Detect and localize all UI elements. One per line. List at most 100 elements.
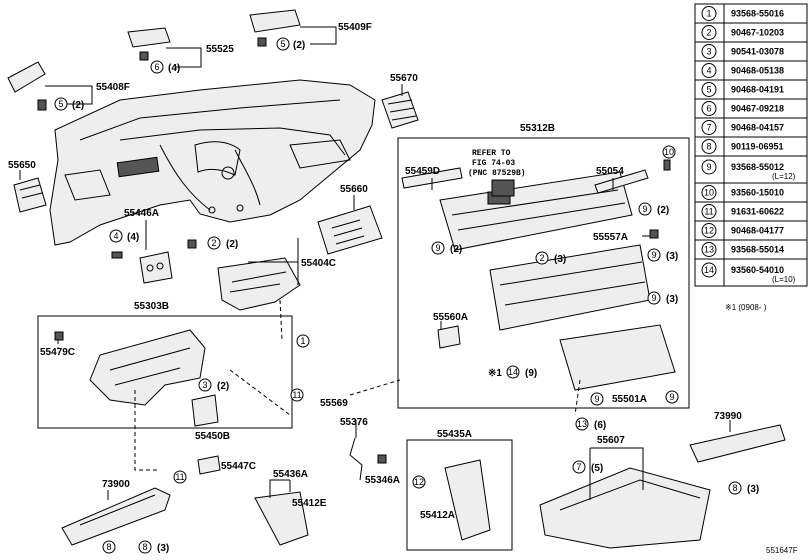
part-55670-illustration: [381, 91, 419, 129]
qty-label: (2): [72, 100, 84, 111]
svg-text:3: 3: [202, 380, 207, 390]
callout-55501a: 55501A: [612, 394, 647, 405]
leader-lines: [19, 26, 731, 500]
callout-55660: 55660: [340, 184, 368, 195]
note-line-2: FIG 74-03: [472, 159, 515, 168]
svg-text:4: 4: [113, 231, 118, 241]
part-number: 90468-04157: [731, 123, 784, 133]
qty-label: (3): [157, 543, 169, 554]
assembly-box-55435a: [406, 439, 513, 551]
svg-text:12: 12: [414, 477, 424, 487]
svg-text:9: 9: [651, 250, 656, 260]
callout-55436a: 55436A: [273, 469, 308, 480]
part-55054-illustration: [594, 159, 671, 194]
ref-number-circle: [701, 101, 717, 116]
ref-number: 13: [704, 245, 714, 255]
note-line-1: REFER TO: [472, 149, 511, 158]
part-number: 93568-55012: [731, 162, 784, 172]
part-number: 90467-09218: [731, 104, 784, 114]
part-55650-illustration: [13, 177, 47, 213]
part-55404c-illustration: [187, 239, 301, 311]
svg-text:14: 14: [508, 367, 518, 377]
qty-label: (2): [657, 205, 669, 216]
glove-box-inner-illustration: [489, 244, 651, 331]
part-number: 90468-04191: [731, 85, 784, 95]
part-55436a-illustration: [254, 491, 309, 546]
qty-label: (2): [217, 381, 229, 392]
qty-label: (4): [127, 232, 139, 243]
callout-55650: 55650: [8, 160, 36, 171]
svg-text:6: 6: [154, 62, 159, 72]
parts-table-row: 7 90468-04157: [694, 117, 808, 138]
parts-table-row: 11 91631-60622: [694, 201, 808, 222]
ref-number: 11: [704, 207, 713, 217]
callout-55435a: 55435A: [437, 429, 472, 440]
callout-55446a: 55446A: [124, 208, 159, 219]
ref-number-circle: [701, 159, 717, 175]
part-73900-illustration: [61, 487, 171, 546]
svg-text:9: 9: [669, 392, 674, 402]
svg-text:5: 5: [280, 39, 285, 49]
svg-text:11: 11: [175, 472, 184, 482]
svg-text:11: 11: [292, 390, 301, 400]
part-number: 93568-55016: [731, 9, 784, 19]
footnote: ※1 (0908- ): [725, 303, 767, 312]
ref-number: 8: [706, 142, 711, 152]
part-55560a-illustration: [437, 325, 461, 349]
callout-55607: 55607: [597, 435, 625, 446]
svg-text:9: 9: [651, 293, 656, 303]
svg-text:9: 9: [435, 243, 440, 253]
callout-73990: 73990: [714, 411, 742, 422]
callout-55569: 55569: [320, 398, 348, 409]
ref-number-circle: [701, 223, 717, 238]
ref-number-circle: [701, 185, 717, 200]
callout-55557a: 55557A: [593, 232, 628, 243]
svg-text:9: 9: [642, 204, 647, 214]
callout-55346a: 55346A: [365, 475, 400, 486]
svg-text:8: 8: [142, 542, 147, 552]
svg-text:8: 8: [106, 542, 111, 552]
ref-number-circle: [701, 139, 717, 154]
part-55450b-illustration: [191, 394, 219, 427]
callout-55054: 55054: [596, 166, 624, 177]
callout-55459d: 55459D: [405, 166, 440, 177]
qty-label: (4): [168, 63, 180, 74]
callout-55525: 55525: [206, 44, 234, 55]
qty-label: (2): [293, 40, 305, 51]
ref-number: 2: [706, 28, 711, 38]
svg-text:7: 7: [576, 462, 581, 472]
callout-55670: 55670: [390, 73, 418, 84]
qty-label: (2): [450, 244, 462, 255]
part-length-note: (L=12): [772, 172, 796, 181]
callout-73900: 73900: [102, 479, 130, 490]
quantity-labels: (2) (4) (2) (4) (2) (2) (2) (3) (3) (3) …: [72, 40, 759, 554]
part-number: 90468-05138: [731, 66, 784, 76]
ref-number: 4: [706, 66, 711, 76]
qty-label: (3): [666, 251, 678, 262]
svg-text:8: 8: [732, 483, 737, 493]
part-55447c-illustration: [197, 455, 221, 475]
part-number: 91631-60622: [731, 207, 784, 217]
reference-circles: 5 6 5 4 2 1 10 9 2 9 9 9 14 9 9 3 11 13 …: [54, 37, 742, 554]
part-number: 90468-04177: [731, 226, 784, 236]
ref-number-circle: [701, 204, 717, 219]
callout-55409f: 55409F: [338, 22, 372, 33]
ref-number: 3: [706, 47, 711, 57]
svg-text:9: 9: [594, 394, 599, 404]
ref-number: 1: [706, 9, 711, 19]
ref-number: 7: [706, 123, 711, 133]
part-55557a-illustration: [649, 229, 659, 239]
callout-55408f: 55408F: [96, 82, 130, 93]
callout-55312b: 55312B: [520, 123, 555, 134]
glove-box-door-illustration: [439, 171, 633, 251]
svg-text:5: 5: [58, 99, 63, 109]
